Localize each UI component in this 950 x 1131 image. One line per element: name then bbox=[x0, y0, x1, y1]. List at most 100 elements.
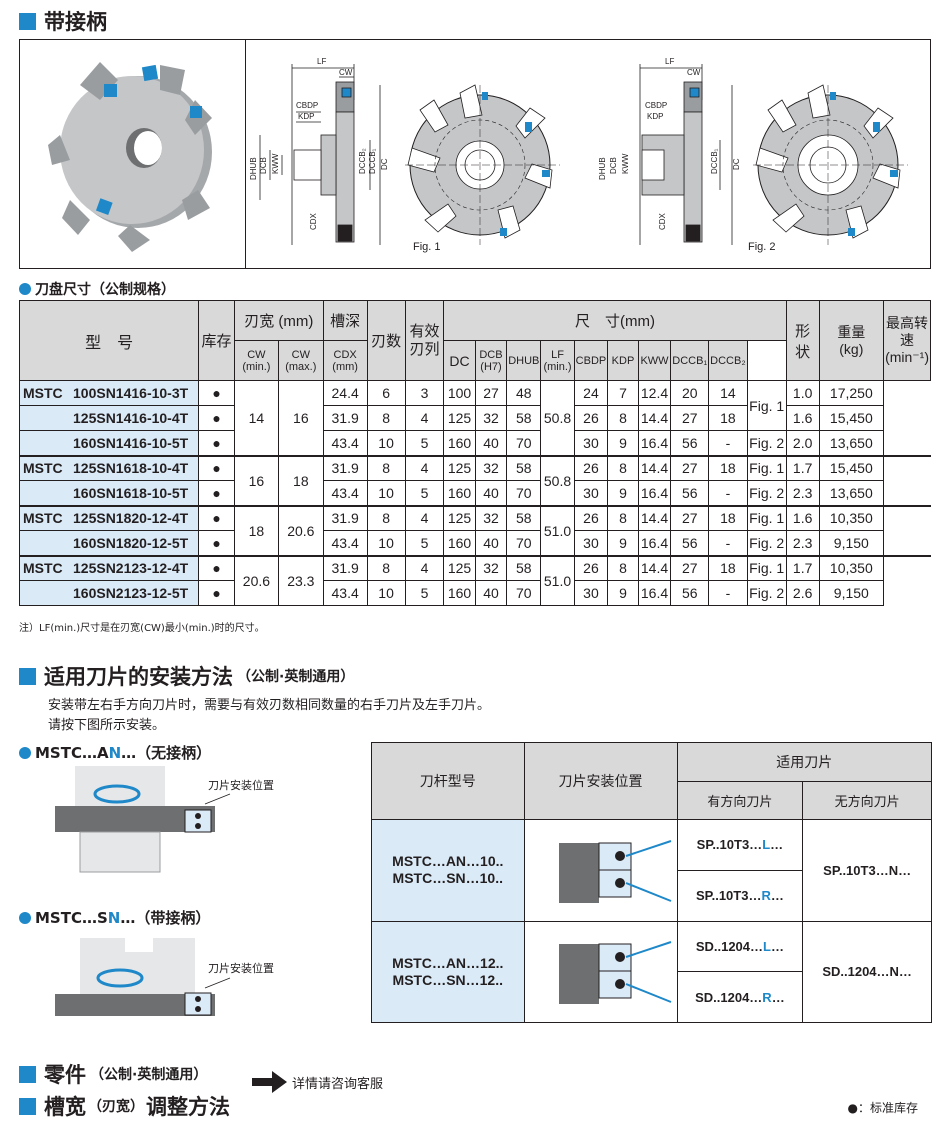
cbdp-cell: 26 bbox=[573, 405, 609, 431]
kww-cell: 14.4 bbox=[637, 455, 672, 481]
kdp-cell: 8 bbox=[607, 555, 639, 581]
kdp-cell: 9 bbox=[607, 430, 639, 456]
kww-cell: 14.4 bbox=[637, 555, 672, 581]
weight-cell: 2.3 bbox=[785, 480, 820, 506]
sn-holder-drawing bbox=[55, 938, 231, 1016]
model-prefix: MSTC bbox=[23, 560, 63, 577]
weight-cell: 2.3 bbox=[785, 530, 820, 556]
svg-text:DCB: DCB bbox=[609, 157, 618, 174]
section-title-holder: 带接柄 bbox=[19, 6, 107, 36]
svg-text:CW: CW bbox=[687, 68, 701, 77]
kdp-cell: 8 bbox=[607, 405, 639, 431]
teeth-cell: 10 bbox=[366, 480, 406, 506]
cbdp-cell: 30 bbox=[573, 480, 609, 506]
model-code: 125SN2123-12-4T bbox=[73, 560, 189, 577]
rpm-cell: 9,150 bbox=[818, 530, 885, 556]
model-code: 160SN1618-10-5T bbox=[73, 484, 189, 501]
dcb-cell: 32 bbox=[474, 505, 508, 531]
weight-cell: 2.0 bbox=[785, 430, 820, 456]
dccb1-cell: 56 bbox=[670, 480, 710, 506]
fig2-label: Fig. 2 bbox=[748, 241, 776, 253]
dcb-cell: 32 bbox=[474, 405, 508, 431]
dccb1-cell: 56 bbox=[670, 530, 710, 556]
svg-text:CBDP: CBDP bbox=[296, 101, 318, 110]
model-prefix: MSTC bbox=[23, 510, 63, 527]
shape-cell: Fig. 1 bbox=[746, 555, 787, 581]
kww-cell: 16.4 bbox=[637, 530, 672, 556]
stock-cell: ● bbox=[198, 455, 235, 481]
dcb-cell: 40 bbox=[474, 430, 508, 456]
insert-n-12: SD..1204…N… bbox=[802, 920, 932, 1024]
dhub-cell: 58 bbox=[506, 555, 542, 581]
model-code: 100SN1416-10-3T bbox=[73, 385, 189, 401]
lf-cell: 51.0 bbox=[540, 505, 575, 556]
dc-cell: 125 bbox=[443, 505, 476, 531]
rpm-cell: 15,450 bbox=[818, 455, 885, 481]
kdp-cell: 7 bbox=[607, 380, 639, 406]
install-table: 刀杆型号 刀片安装位置 适用刀片 有方向刀片 无方向刀片 MSTC…AN…10.… bbox=[371, 741, 933, 1024]
stock-cell: ● bbox=[198, 530, 235, 556]
th-directional: 有方向刀片 bbox=[676, 780, 804, 821]
weight-cell: 1.0 bbox=[785, 380, 820, 406]
th-kww: KWW bbox=[637, 340, 672, 381]
dhub-cell: 70 bbox=[506, 430, 542, 456]
install-para-1: 安装带左右手方向刀片时，需要与有效刃数相同数量的右手刀片及左手刀片。 bbox=[48, 698, 491, 713]
shape-cell: Fig. 2 bbox=[746, 480, 787, 506]
insert-position-drawing-12 bbox=[558, 941, 671, 1005]
model-cell: 160SN1820-12-5T bbox=[18, 530, 200, 556]
svg-text:CDX: CDX bbox=[658, 212, 667, 230]
cutter-drawings: LF CW CBDP KDP DHUB DCB KWW DCCB₂ DCCB₁ … bbox=[48, 57, 908, 253]
dccb2-cell: 18 bbox=[708, 555, 748, 581]
dccb2-cell: 18 bbox=[708, 405, 748, 431]
fig2-dim-labels: LF CW CBDP KDP DHUB DCB KWW DCCB₁ DC CDX… bbox=[598, 57, 776, 253]
teeth-cell: 10 bbox=[366, 430, 406, 456]
model-code: 125SN1820-12-4T bbox=[73, 510, 189, 527]
rpm-cell: 10,350 bbox=[818, 555, 885, 581]
position-cell-12 bbox=[523, 920, 678, 1024]
install-para-2: 请按下图所示安装。 bbox=[48, 718, 166, 733]
cdx-cell: 43.4 bbox=[322, 480, 368, 506]
rpm-cell: 13,650 bbox=[818, 430, 885, 456]
section-title-text: 带接柄 bbox=[44, 10, 107, 34]
cw-min-cell: 20.6 bbox=[233, 555, 279, 606]
dhub-cell: 48 bbox=[506, 380, 542, 406]
kww-cell: 14.4 bbox=[637, 405, 672, 431]
square-bullet-icon bbox=[19, 1097, 36, 1115]
kww-cell: 16.4 bbox=[637, 480, 672, 506]
fig1-dim-labels: LF CW CBDP KDP DHUB DCB KWW DCCB₂ DCCB₁ … bbox=[249, 57, 441, 253]
rpm-cell: 17,250 bbox=[818, 380, 885, 406]
stock-cell: ● bbox=[198, 480, 235, 506]
lf-cell: 50.8 bbox=[540, 455, 575, 506]
dccb1-cell: 27 bbox=[670, 555, 710, 581]
th-kdp: KDP bbox=[607, 340, 639, 381]
cw-max-cell: 20.6 bbox=[277, 505, 324, 556]
parts-title-small: （公制·英制通用） bbox=[90, 1067, 208, 1083]
dccb2-cell: 18 bbox=[708, 505, 748, 531]
svg-text:DC: DC bbox=[732, 158, 741, 170]
eff-cell: 5 bbox=[404, 480, 445, 506]
square-bullet-icon bbox=[19, 667, 36, 685]
svg-text:KWW: KWW bbox=[271, 153, 280, 174]
weight-cell: 2.6 bbox=[785, 580, 820, 606]
insert-l-12: SD..1204…L… bbox=[676, 920, 804, 973]
sn-heading-c: …（带接柄） bbox=[120, 909, 211, 927]
cdx-cell: 43.4 bbox=[322, 580, 368, 606]
th-cw-min: CW (min.) bbox=[233, 340, 279, 381]
arrow-right-icon bbox=[252, 1071, 287, 1093]
cw-min-cell: 14 bbox=[233, 380, 279, 456]
svg-text:DCCB₁: DCCB₁ bbox=[710, 148, 719, 174]
dc-cell: 160 bbox=[443, 480, 476, 506]
cw-min-cell: 16 bbox=[233, 455, 279, 506]
dhub-cell: 58 bbox=[506, 505, 542, 531]
cbdp-cell: 30 bbox=[573, 530, 609, 556]
square-bullet-icon bbox=[19, 12, 36, 30]
model-cell: 160SN1416-10-5T bbox=[18, 430, 200, 456]
th-cbdp: CBDP bbox=[573, 340, 609, 381]
lf-cell: 51.0 bbox=[540, 555, 575, 606]
svg-text:DHUB: DHUB bbox=[249, 157, 258, 180]
dhub-cell: 70 bbox=[506, 530, 542, 556]
